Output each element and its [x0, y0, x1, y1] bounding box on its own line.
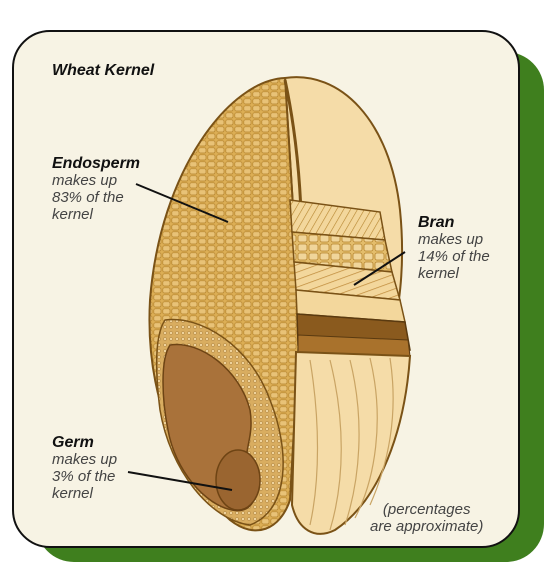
endosperm-label: Endosperm makes up 83% of the kernel: [52, 155, 140, 223]
germ-label: Germ makes up 3% of the kernel: [52, 434, 117, 502]
diagram-title: Wheat Kernel: [52, 62, 154, 79]
note-line-1: (percentages: [370, 501, 483, 518]
germ-desc: makes up 3% of the kernel: [52, 451, 117, 502]
approximate-note: (percentages are approximate): [370, 501, 483, 535]
bran-label: Bran makes up 14% of the kernel: [418, 214, 490, 282]
endosperm-name: Endosperm: [52, 155, 140, 172]
note-line-2: are approximate): [370, 518, 483, 535]
endosperm-desc: makes up 83% of the kernel: [52, 172, 140, 223]
germ-name: Germ: [52, 434, 117, 451]
bran-desc: makes up 14% of the kernel: [418, 231, 490, 282]
bran-name: Bran: [418, 214, 490, 231]
